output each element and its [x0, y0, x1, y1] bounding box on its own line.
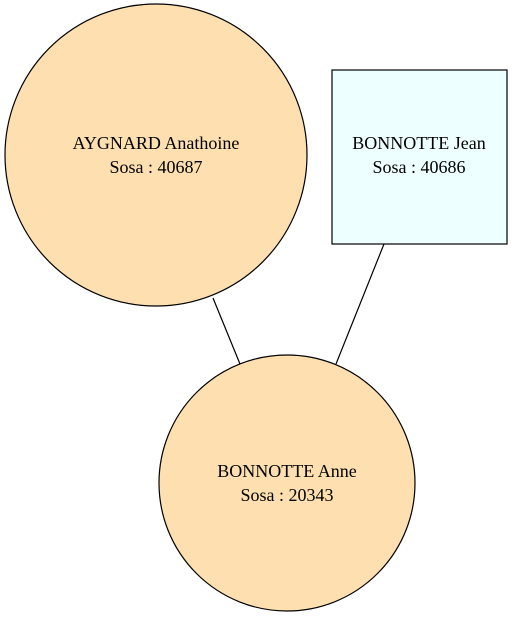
node-child-shape: [158, 354, 416, 612]
node-mother-name: AYGNARD Anathoine: [73, 133, 240, 153]
node-father-sosa: Sosa : 40686: [372, 157, 465, 177]
node-child-sosa: Sosa : 20343: [240, 485, 333, 505]
node-mother-sosa: Sosa : 40687: [109, 157, 202, 177]
edge-father-child: [335, 243, 385, 365]
node-mother-shape: [4, 3, 308, 307]
node-child[interactable]: BONNOTTE Anne Sosa : 20343: [158, 354, 416, 612]
node-child-name: BONNOTTE Anne: [217, 461, 356, 481]
node-mother[interactable]: AYGNARD Anathoine Sosa : 40687: [4, 3, 308, 307]
node-father-name: BONNOTTE Jean: [352, 133, 485, 153]
node-father[interactable]: BONNOTTE Jean Sosa : 40686: [331, 69, 508, 245]
node-father-shape: [331, 69, 508, 245]
edge-mother-child: [212, 297, 241, 365]
